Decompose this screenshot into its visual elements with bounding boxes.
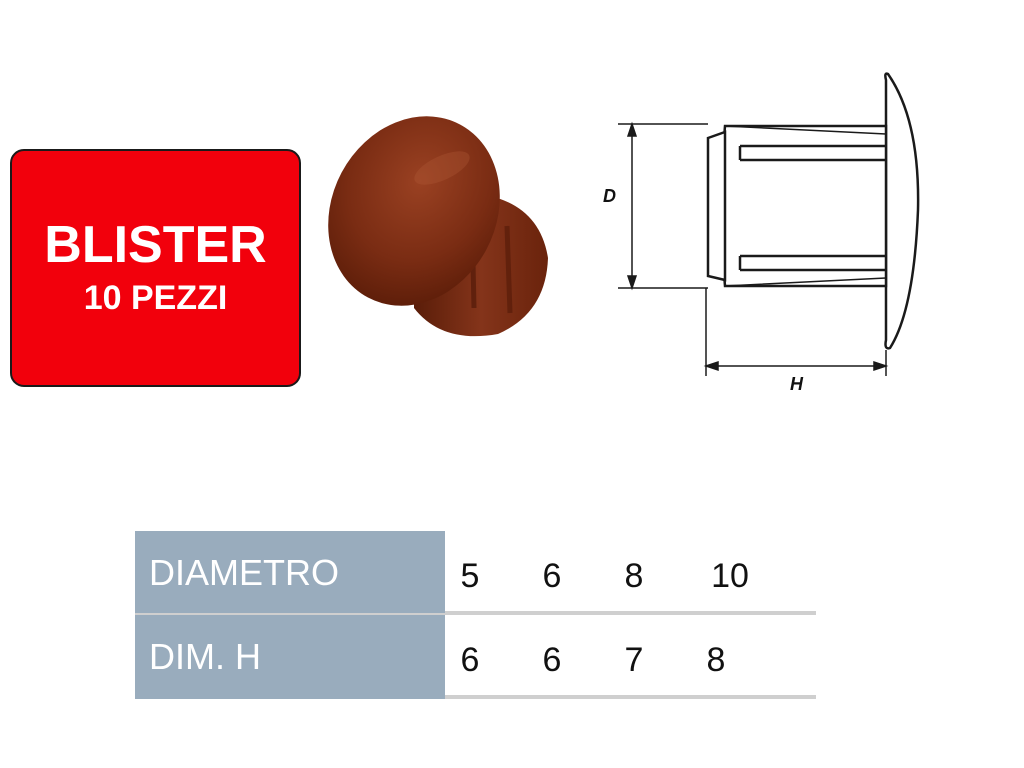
table-row-dim-h: DIM. H 6 6 7 8	[135, 615, 816, 699]
dimension-label-h: H	[790, 374, 803, 394]
table-cell: 8	[706, 641, 726, 679]
table-cell: 6	[460, 641, 480, 679]
table-cell: 8	[624, 557, 644, 595]
table-cell: 5	[460, 557, 480, 595]
table-row-diametro: DIAMETRO 5 6 8 10	[135, 531, 816, 615]
table-cell: 6	[542, 641, 562, 679]
dimension-label-d: D	[603, 186, 616, 206]
table-cell: 6	[542, 557, 562, 595]
badge-subtitle: 10 PEZZI	[83, 279, 228, 317]
table-cell: 7	[624, 641, 644, 679]
row-header: DIAMETRO	[135, 531, 445, 613]
table-cell: 10	[711, 557, 749, 595]
row-header: DIM. H	[135, 615, 445, 699]
dimensions-table: DIAMETRO 5 6 8 10 DIM. H 6 6 7 8	[135, 531, 816, 699]
badge-title: BLISTER	[44, 216, 267, 274]
cap-head-shape	[328, 116, 500, 306]
product-cap-image	[328, 116, 548, 337]
blister-badge: BLISTER 10 PEZZI	[10, 149, 301, 387]
drawing-cap-body	[720, 124, 888, 288]
technical-drawing	[618, 72, 920, 376]
drawing-cap-head	[884, 72, 920, 350]
